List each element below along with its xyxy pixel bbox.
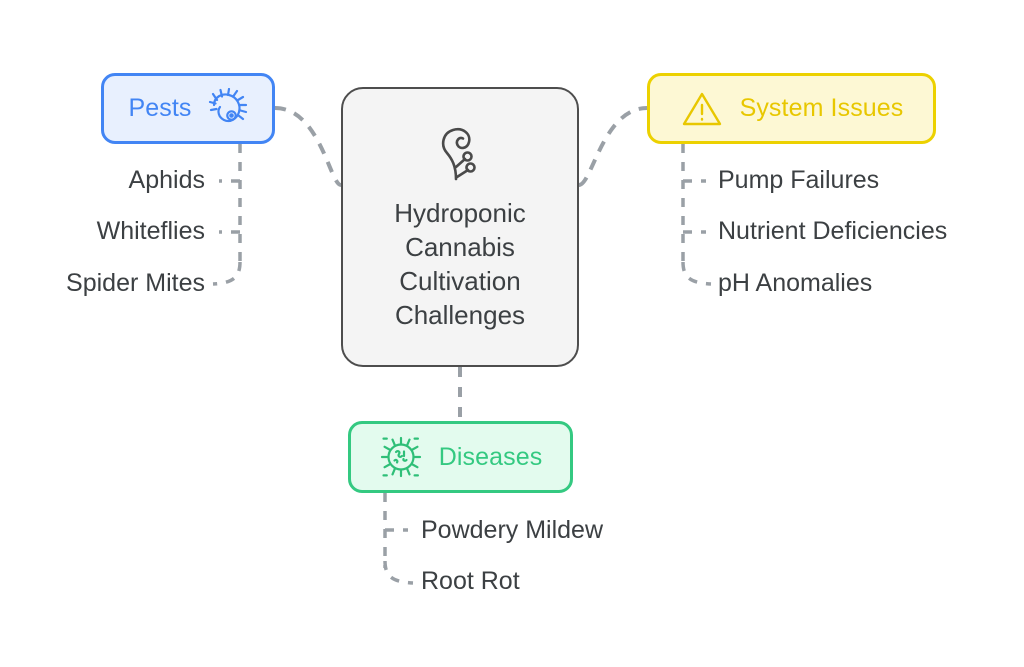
leaf-label-whiteflies[interactable]: Whiteflies <box>96 217 205 245</box>
edge-pests-spidermites <box>212 261 242 286</box>
branch-label-pests: Pests <box>128 94 192 122</box>
leaf-label-nutrient-deficiencies[interactable]: Nutrient Deficiencies <box>718 217 948 245</box>
central-line-1: Hydroponic <box>394 198 526 228</box>
central-node[interactable]: Hydroponic Cannabis Cultivation Challeng… <box>341 87 579 367</box>
edge-central-system <box>578 106 648 187</box>
central-line-4: Challenges <box>394 300 526 330</box>
edge-central-pests <box>274 106 342 187</box>
edge-system-ph <box>681 261 712 286</box>
edge-diseases-rootrot <box>383 560 414 585</box>
central-node-title: Hydroponic Cannabis Cultivation Challeng… <box>384 196 536 332</box>
virus-icon <box>379 435 423 479</box>
leaf-label-aphids[interactable]: Aphids <box>128 166 205 194</box>
warning-triangle-icon <box>680 89 724 129</box>
leaf-label-pump-failures[interactable]: Pump Failures <box>718 166 880 194</box>
leaf-label-powdery-mildew[interactable]: Powdery Mildew <box>421 516 604 544</box>
branch-node-pests[interactable]: Pests <box>101 73 275 144</box>
central-line-3: Cultivation <box>399 266 521 296</box>
branch-label-diseases: Diseases <box>438 442 543 471</box>
central-line-2: Cannabis <box>405 232 515 262</box>
leaf-label-root-rot[interactable]: Root Rot <box>421 567 520 595</box>
branch-node-system-issues[interactable]: System Issues <box>647 73 936 144</box>
branch-node-diseases[interactable]: Diseases <box>348 421 573 493</box>
branch-label-system-issues: System Issues <box>739 94 904 122</box>
sprout-icon <box>435 122 485 184</box>
caterpillar-icon <box>206 87 248 130</box>
leaf-label-spider-mites[interactable]: Spider Mites <box>66 269 205 297</box>
leaf-label-ph-anomalies[interactable]: pH Anomalies <box>718 269 873 297</box>
